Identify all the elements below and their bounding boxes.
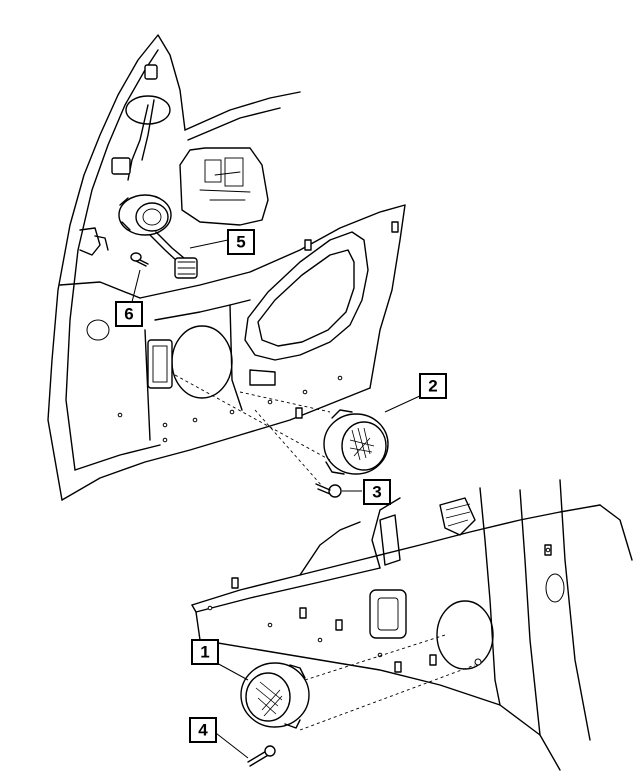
- tweeter-screw: [130, 252, 149, 267]
- callout-leader: [189, 239, 229, 249]
- callout-1: 1: [191, 639, 219, 665]
- callout-leader: [211, 729, 249, 759]
- callout-6: 6: [115, 301, 143, 327]
- alignment-line: [254, 409, 323, 487]
- callout-label-2: 2: [428, 377, 437, 396]
- alignment-line: [239, 391, 331, 413]
- alignment-line: [299, 664, 476, 731]
- alignment-line: [304, 634, 446, 681]
- rear-door-speaker: [240, 662, 310, 729]
- callout-label-1: 1: [200, 643, 209, 662]
- callout-3: 3: [363, 479, 391, 505]
- callout-label-4: 4: [198, 721, 208, 740]
- callout-leader: [384, 394, 423, 413]
- callout-label-5: 5: [236, 233, 245, 252]
- callout-leader: [214, 661, 249, 681]
- callout-5: 5: [227, 229, 255, 255]
- speaker-screw: [315, 483, 342, 498]
- tweeter-speaker: [118, 194, 198, 279]
- callout-2: 2: [419, 373, 447, 399]
- callout-4: 4: [189, 717, 217, 743]
- front-door-speaker: [323, 409, 389, 475]
- front-door-inner-panel: [47, 34, 406, 501]
- callout-leader: [131, 269, 141, 303]
- rear-speaker-screw: [247, 745, 276, 767]
- rear-door-inner-panel: [191, 479, 633, 771]
- callout-label-3: 3: [372, 483, 381, 502]
- callout-label-6: 6: [124, 305, 133, 324]
